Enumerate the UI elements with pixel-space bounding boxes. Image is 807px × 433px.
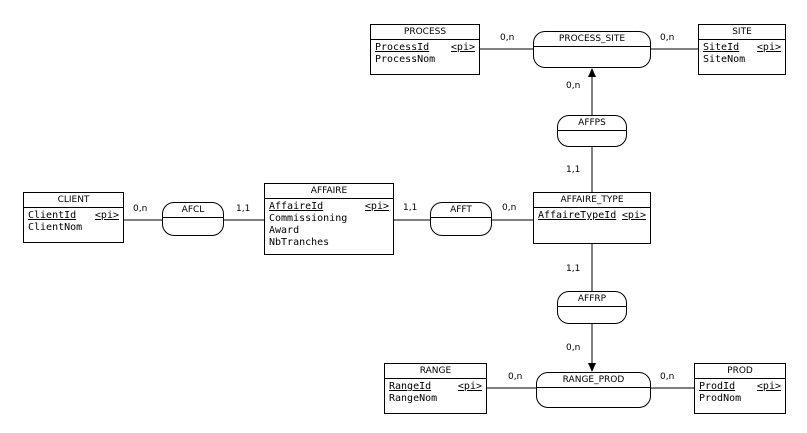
- pi-marker: <pi>: [756, 381, 781, 392]
- attr-nbtranches: NbTranches: [269, 237, 330, 248]
- assoc-afft[interactable]: AFFT: [430, 202, 492, 236]
- entity-prod[interactable]: PROD ProdId <pi> ProdNom: [694, 363, 786, 414]
- assoc-range-prod[interactable]: RANGE_PROD: [536, 372, 651, 408]
- card-processsite-affps: 0,n: [566, 81, 581, 91]
- card-affaire-afft: 1,1: [403, 203, 418, 213]
- entity-range[interactable]: RANGE RangeId <pi> RangeNom: [384, 363, 487, 414]
- assoc-affrp-label: AFFRP: [558, 292, 626, 307]
- pi-marker: <pi>: [621, 210, 646, 221]
- arrowhead-up-icon: [588, 68, 596, 77]
- card-site-processsite: 0,n: [660, 33, 675, 43]
- card-process-processsite: 0,n: [500, 33, 515, 43]
- attr-affaireid: AffaireId: [269, 201, 324, 212]
- card-rangeprod-affrp: 0,n: [566, 343, 581, 353]
- pi-marker: <pi>: [94, 210, 119, 221]
- assoc-afcl-label: AFCL: [163, 203, 223, 218]
- pi-marker: <pi>: [457, 381, 482, 392]
- assoc-afcl[interactable]: AFCL: [162, 202, 224, 236]
- attr-award: Award: [269, 225, 300, 236]
- assoc-affps[interactable]: AFFPS: [557, 115, 627, 147]
- pi-marker: <pi>: [364, 201, 389, 212]
- entity-process-title: PROCESS: [371, 25, 479, 40]
- attr-processid: ProcessId: [375, 42, 430, 53]
- entity-process[interactable]: PROCESS ProcessId <pi> ProcessNom: [370, 24, 480, 75]
- attr-clientnom: ClientNom: [28, 222, 83, 233]
- card-affairetype-affrp: 1,1: [566, 264, 581, 274]
- entity-client-title: CLIENT: [24, 193, 123, 208]
- entity-site[interactable]: SITE SiteId <pi> SiteNom: [698, 24, 786, 75]
- attr-sitenom: SiteNom: [703, 54, 746, 65]
- attr-prodid: ProdId: [699, 381, 736, 392]
- entity-affaire-type-title: AFFAIRE_TYPE: [534, 193, 650, 208]
- attr-processnom: ProcessNom: [375, 54, 436, 65]
- attr-clientid: ClientId: [28, 210, 77, 221]
- assoc-affrp[interactable]: AFFRP: [557, 291, 627, 324]
- assoc-process-site[interactable]: PROCESS_SITE: [533, 31, 651, 68]
- pi-marker: <pi>: [450, 42, 475, 53]
- entity-affaire-title: AFFAIRE: [265, 184, 393, 199]
- entity-affaire[interactable]: AFFAIRE AffaireId <pi> Commissioning Awar…: [264, 183, 394, 255]
- card-affairetype-affps: 1,1: [566, 165, 581, 175]
- pi-marker: <pi>: [756, 42, 781, 53]
- attr-rangenom: RangeNom: [389, 393, 438, 404]
- card-client-afcl: 0,n: [133, 204, 148, 214]
- entity-affaire-type[interactable]: AFFAIRE_TYPE AffaireTypeId <pi>: [533, 192, 651, 244]
- entity-range-title: RANGE: [385, 364, 486, 379]
- attr-commissioning: Commissioning: [269, 213, 348, 224]
- assoc-process-site-label: PROCESS_SITE: [534, 32, 650, 47]
- card-prod-rangeprod: 0,n: [660, 372, 675, 382]
- arrowhead-down-icon: [588, 363, 596, 372]
- attr-siteid: SiteId: [703, 42, 740, 53]
- card-affaire-afcl: 1,1: [236, 204, 251, 214]
- entity-site-title: SITE: [699, 25, 785, 40]
- card-affairetype-afft: 0,n: [502, 203, 517, 213]
- attr-prodnom: ProdNom: [699, 393, 742, 404]
- attr-rangeid: RangeId: [389, 381, 432, 392]
- assoc-range-prod-label: RANGE_PROD: [537, 373, 650, 388]
- attr-affairetypeid: AffaireTypeId: [538, 210, 617, 221]
- assoc-affps-label: AFFPS: [558, 116, 626, 131]
- assoc-afft-label: AFFT: [431, 203, 491, 218]
- entity-prod-title: PROD: [695, 364, 785, 379]
- card-range-rangeprod: 0,n: [508, 372, 523, 382]
- entity-client[interactable]: CLIENT ClientId <pi> ClientNom: [23, 192, 124, 243]
